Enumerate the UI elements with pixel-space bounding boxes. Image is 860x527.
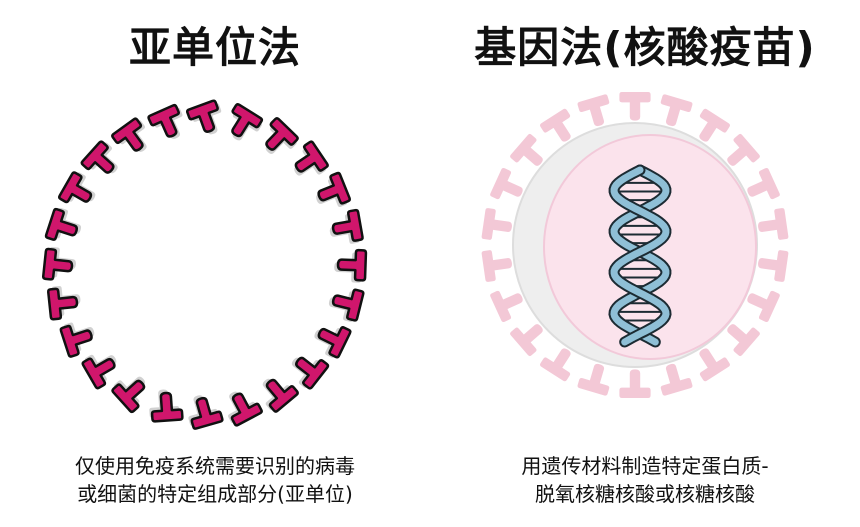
faded-protein-icon [576, 359, 615, 397]
faded-protein-icon [655, 93, 694, 131]
virus-particle-icon [481, 92, 789, 398]
faded-protein-icon [655, 359, 694, 397]
subunit-caption-line-2: 或细菌的特定组成部分(亚单位) [77, 482, 353, 506]
protein-subunit-icon [147, 388, 184, 423]
protein-subunit-icon [46, 283, 82, 321]
genetic-title: 基因法(核酸疫苗) [474, 23, 816, 72]
protein-subunit-icon [44, 207, 86, 247]
faded-protein-icon [619, 369, 651, 398]
protein-subunit-icon [221, 102, 264, 148]
faded-protein-icon [576, 93, 615, 131]
faded-protein-icon [755, 247, 789, 283]
protein-subunit-icon [41, 246, 78, 283]
protein-subunit-icon [333, 248, 368, 283]
genetic-caption-line-1: 用遗传材料制造特定蛋白质- [521, 454, 769, 478]
faded-protein-icon [481, 207, 515, 243]
genetic-caption-line-2: 脱氧核糖核酸或核糖核酸 [535, 482, 755, 506]
subunit-panel: 亚单位法 仅使用免疫系统需要识别的病毒 或细菌的特定组成部分(亚单位) [0, 23, 430, 508]
protein-subunit-icon [79, 139, 126, 183]
protein-subunit-icon [146, 103, 191, 145]
protein-subunit-icon [59, 316, 99, 359]
protein-subunit-icon [183, 391, 225, 431]
protein-subunit-icon [325, 283, 366, 323]
subunit-title: 亚单位法 [128, 23, 301, 72]
faded-protein-icon [619, 92, 651, 121]
protein-subunit-icon [311, 171, 352, 215]
protein-subunit-icon [327, 208, 365, 248]
dna-helix-icon [608, 164, 672, 348]
faded-protein-icon [481, 247, 515, 283]
protein-subunit-icon [256, 116, 300, 163]
protein-subunit-icon [284, 347, 331, 391]
dna-strand-1 [608, 164, 672, 348]
protein-subunit-icon [219, 385, 264, 428]
protein-subunit-icon [185, 98, 228, 139]
protein-subunit-icon [308, 317, 353, 360]
genetic-caption: 用遗传材料制造特定蛋白质- 脱氧核糖核酸或核糖核酸 [430, 452, 860, 508]
protein-subunit-ring [41, 98, 368, 431]
protein-subunit-icon [110, 367, 154, 414]
subunit-caption-line-1: 仅使用免疫系统需要识别的病毒 [75, 454, 355, 478]
faded-protein-icon [755, 207, 789, 243]
protein-subunit-icon [57, 170, 102, 213]
subunit-caption: 仅使用免疫系统需要识别的病毒 或细菌的特定组成部分(亚单位) [0, 452, 430, 508]
dna-strand-2 [608, 164, 672, 348]
genetic-panel: 基因法(核酸疫苗) 用遗传材料制造特定蛋白质- 脱氧核糖核酸或核糖核酸 [430, 0, 860, 527]
